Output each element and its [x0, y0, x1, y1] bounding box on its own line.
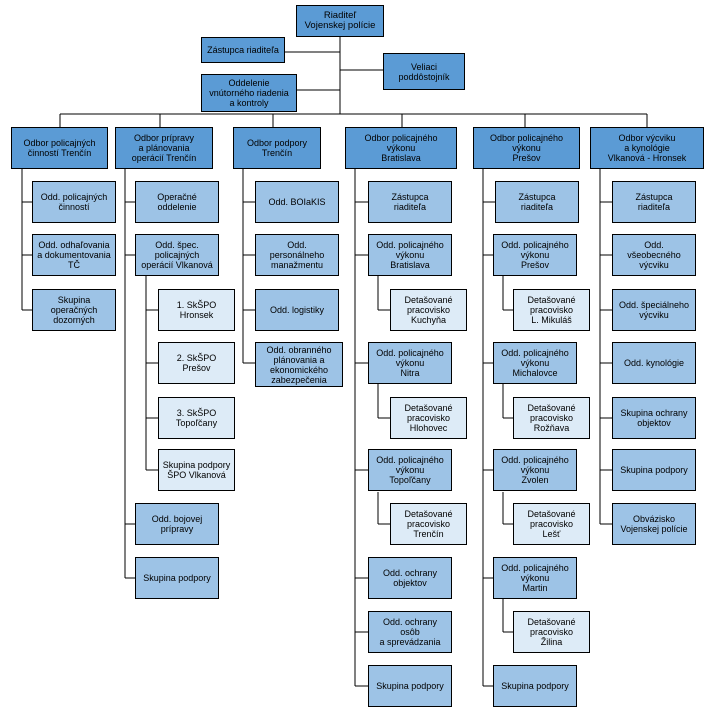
- dept-police-bratislava: Odbor policajného výkonu Bratislava: [345, 127, 457, 169]
- col4-sub-trencin: Detašované pracovisko Trenčín: [390, 503, 467, 545]
- col2-item-combat-training: Odd. bojovej prípravy: [135, 503, 219, 545]
- col5-item-police-zvolen: Odd. policajného výkonu Zvolen: [493, 449, 577, 491]
- col4-item-police-nitra: Odd. policajného výkonu Nitra: [368, 342, 452, 384]
- col2-item-support-group: Skupina podpory: [135, 557, 219, 599]
- col4-item-persons-protection: Odd. ochrany osôb a sprevádzania: [368, 611, 452, 653]
- col6-item-military-police-depot: Obvázisko Vojenskej polície: [612, 503, 696, 545]
- command-nco-box: Veliaci poddôstojník: [383, 53, 465, 90]
- col5-item-police-presov: Odd. policajného výkonu Prešov: [493, 234, 577, 276]
- col6-item-support-group: Skupina podpory: [612, 449, 696, 491]
- dept-police-activities-trencin: Odbor policajných činností Trenčín: [11, 127, 108, 169]
- col5-sub-lest: Detašované pracovisko Lešť: [513, 503, 590, 545]
- internal-control-dept-box: Oddelenie vnútorného riadenia a kontroly: [201, 74, 297, 112]
- col2-sub-skspo-topolcany: 3. SkŠPO Topoľčany: [158, 397, 235, 439]
- col6-item-kynology: Odd. kynológie: [612, 342, 696, 384]
- col4-item-deputy: Zástupca riaditeľa: [368, 181, 452, 223]
- col5-sub-roznava: Detašované pracovisko Rožňava: [513, 397, 590, 439]
- col5-item-police-martin: Odd. policajného výkonu Martin: [493, 557, 577, 599]
- dept-training-kynology: Odbor výcviku a kynológie Vlkanová - Hro…: [590, 127, 704, 169]
- deputy-director-box: Zástupca riaditeľa: [201, 37, 285, 63]
- col3-item-logistics: Odd. logistiky: [255, 289, 339, 331]
- director-box: Riaditeľ Vojenskej polície: [296, 5, 384, 37]
- col5-item-support-group: Skupina podpory: [493, 665, 577, 707]
- col2-sub-skspo-hronsek: 1. SkŠPO Hronsek: [158, 289, 235, 331]
- col6-item-special-training: Odd. špeciálneho výcviku: [612, 289, 696, 331]
- col4-item-support-group: Skupina podpory: [368, 665, 452, 707]
- dept-operations-planning-trencin: Odbor prípravy a plánovania operácií Tre…: [115, 127, 213, 169]
- col2-sub-skspo-presov: 2. SkŠPO Prešov: [158, 342, 235, 384]
- col2-item-special-operations: Odd. špec. policajných operácií Vlkanová: [135, 234, 219, 276]
- col3-item-personnel: Odd. personálneho manažmentu: [255, 234, 339, 276]
- col6-item-object-protection: Skupina ochrany objektov: [612, 397, 696, 439]
- col4-item-police-bratislava: Odd. policajného výkonu Bratislava: [368, 234, 452, 276]
- col1-item-police-activities: Odd. policajných činností: [32, 181, 116, 223]
- dept-support-trencin: Odbor podpory Trenčín: [233, 127, 321, 169]
- col6-item-general-training: Odd. všeobecného výcviku: [612, 234, 696, 276]
- col4-sub-hlohovec: Detašované pracovisko Hlohovec: [390, 397, 467, 439]
- col4-item-object-protection: Odd. ochrany objektov: [368, 557, 452, 599]
- col5-item-police-michalovce: Odd. policajného výkonu Michalovce: [493, 342, 577, 384]
- col6-item-deputy: Zástupca riaditeľa: [612, 181, 696, 223]
- dept-police-presov: Odbor policajného výkonu Prešov: [473, 127, 580, 169]
- col4-item-police-topolcany: Odd. policajného výkonu Topoľčany: [368, 449, 452, 491]
- col5-item-deputy: Zástupca riaditeľa: [495, 181, 579, 223]
- col2-item-operations-dept: Operačné oddelenie: [135, 181, 219, 223]
- col3-item-boiakis: Odd. BOIaKIS: [255, 181, 339, 223]
- col1-item-detection: Odd. odhaľovania a dokumentovania TČ: [32, 234, 116, 276]
- col3-item-defense-planning: Odd. obranného plánovania a ekonomického…: [255, 342, 343, 387]
- col1-item-operational-supervisors: Skupina operačných dozorných: [32, 289, 116, 331]
- col4-sub-kuchyna: Detašované pracovisko Kuchyňa: [390, 289, 467, 331]
- col5-sub-zilina: Detašované pracovisko Žilina: [513, 611, 590, 653]
- col5-sub-l-mikulas: Detašované pracovisko L. Mikuláš: [513, 289, 590, 331]
- col2-sub-support-group-vlkanova: Skupina podpory ŠPO Vlkanová: [158, 449, 235, 491]
